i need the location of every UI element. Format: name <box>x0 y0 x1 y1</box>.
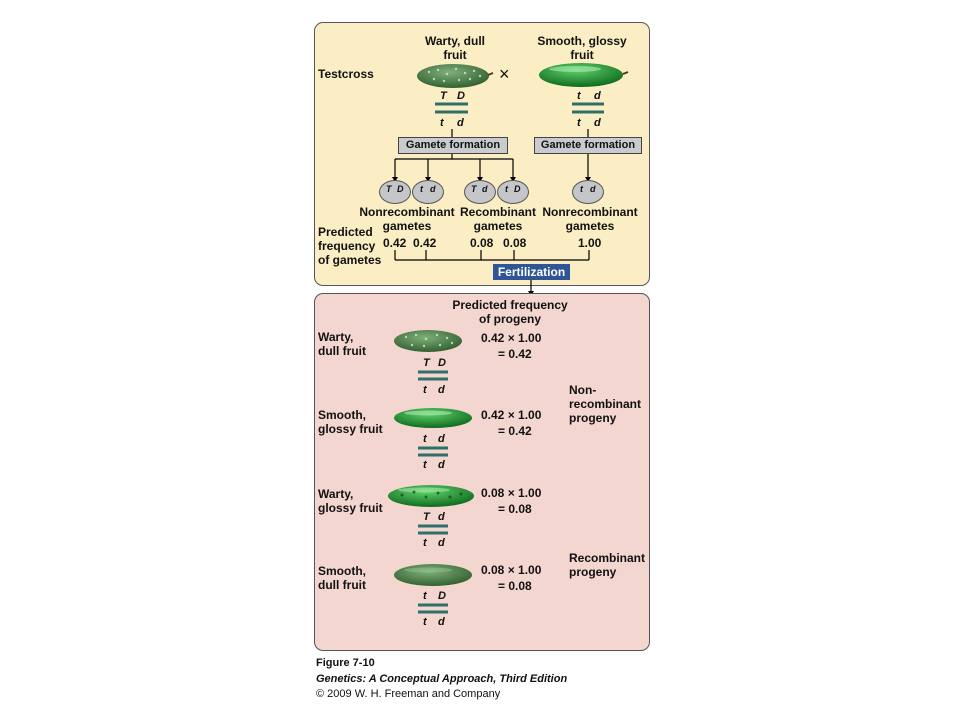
phenotype-label: Smooth, glossy fruit <box>318 408 383 436</box>
gamete-allele: t <box>580 184 583 194</box>
p1-chromosome-pair <box>435 102 468 114</box>
fertilization-label: Fertilization <box>493 264 570 280</box>
p2-chromosome-pair <box>572 102 604 114</box>
gamete-formation-label-2: Gamete formation <box>534 137 642 154</box>
p2-allele-bl: t <box>577 117 581 129</box>
progeny-panel <box>314 293 650 651</box>
allele: T <box>423 357 430 369</box>
allele: d <box>438 459 445 471</box>
gamete-allele: T <box>386 184 392 194</box>
gamete-allele: t <box>420 184 423 194</box>
progeny-result: = 0.42 <box>498 347 532 361</box>
p2-allele-br: d <box>594 117 601 129</box>
warty-dull-cucumber-icon <box>417 64 494 88</box>
smooth-dull-cucumber-icon <box>394 564 472 586</box>
allele: D <box>438 357 446 369</box>
allele: t <box>423 590 427 602</box>
progeny-result: = 0.08 <box>498 579 532 593</box>
allele: d <box>438 616 445 628</box>
allele: d <box>438 511 445 523</box>
gamete-allele: T <box>471 184 477 194</box>
cross-symbol: × <box>499 64 510 84</box>
progeny-calc: 0.08 × 1.00 <box>481 563 542 577</box>
warty-dull-cucumber-icon <box>394 330 462 352</box>
gamete-allele: t <box>505 184 508 194</box>
gamete-oval: T d <box>464 180 496 204</box>
p1-allele-tl: T <box>440 90 447 102</box>
smooth-glossy-cucumber-icon <box>539 63 629 87</box>
gamete-oval: t d <box>572 180 604 204</box>
phenotype-label: Smooth, dull fruit <box>318 564 366 592</box>
gamete-formation-label-1: Gamete formation <box>398 137 508 154</box>
gamete-allele: D <box>397 184 404 194</box>
progeny-result: = 0.08 <box>498 502 532 516</box>
recombinant-gametes-label: Recombinant gametes <box>459 205 536 233</box>
progeny-calc: 0.42 × 1.00 <box>481 331 542 345</box>
phenotype-label: Warty, dull fruit <box>318 330 366 358</box>
frequency-value: 0.42 <box>383 236 407 250</box>
allele: d <box>438 384 445 396</box>
frequency-value: 0.08 <box>470 236 494 250</box>
frequency-value: 0.42 <box>413 236 437 250</box>
progeny-result: = 0.42 <box>498 424 532 438</box>
progeny-calc: 0.08 × 1.00 <box>481 486 542 500</box>
copyright: © 2009 W. H. Freeman and Company <box>316 688 501 700</box>
smooth-glossy-cucumber-icon <box>394 408 472 428</box>
gamete-oval: t d <box>412 180 444 204</box>
nonrecombinant-gametes-label: Nonrecombinant gametes <box>359 205 455 233</box>
gamete-allele: d <box>590 184 596 194</box>
warty-glossy-cucumber-icon <box>388 485 474 507</box>
gamete-allele: D <box>514 184 521 194</box>
frequency-value: 1.00 <box>578 236 602 250</box>
gamete-oval: t D <box>497 180 529 204</box>
p1-allele-tr: D <box>457 90 465 102</box>
allele: T <box>423 511 430 523</box>
parent1-label: Warty, dull fruit <box>425 34 485 62</box>
allele: t <box>423 384 427 396</box>
allele: t <box>423 537 427 549</box>
nonrecombinant-gametes-label-2: Nonrecombinant gametes <box>542 205 638 233</box>
allele: d <box>438 537 445 549</box>
nonrecombinant-progeny-label: Non- recombinant progeny <box>569 383 642 425</box>
gamete-allele: d <box>430 184 436 194</box>
recombinant-progeny-label: Recombinant progeny <box>569 551 646 579</box>
phenotype-label: Warty, glossy fruit <box>318 487 383 515</box>
figure-label: Figure 7-10 <box>316 657 375 669</box>
predicted-frequency-label: Predicted frequency of gametes <box>318 225 382 267</box>
gamete-oval: T D <box>379 180 411 204</box>
parent2-label: Smooth, glossy fruit <box>537 34 627 62</box>
allele: t <box>423 616 427 628</box>
progeny-calc: 0.42 × 1.00 <box>481 408 542 422</box>
testcross-label: Testcross <box>318 67 374 81</box>
allele: t <box>423 459 427 471</box>
allele: D <box>438 590 446 602</box>
p2-allele-tl: t <box>577 90 581 102</box>
book-title: Genetics: A Conceptual Approach, Third E… <box>316 673 568 685</box>
p1-allele-br: d <box>457 117 464 129</box>
p2-allele-tr: d <box>594 90 601 102</box>
allele: d <box>438 433 445 445</box>
p1-allele-bl: t <box>440 117 444 129</box>
gamete-allele: d <box>482 184 488 194</box>
progeny-header: Predicted frequency of progeny <box>452 298 568 326</box>
frequency-value: 0.08 <box>503 236 527 250</box>
allele: t <box>423 433 427 445</box>
